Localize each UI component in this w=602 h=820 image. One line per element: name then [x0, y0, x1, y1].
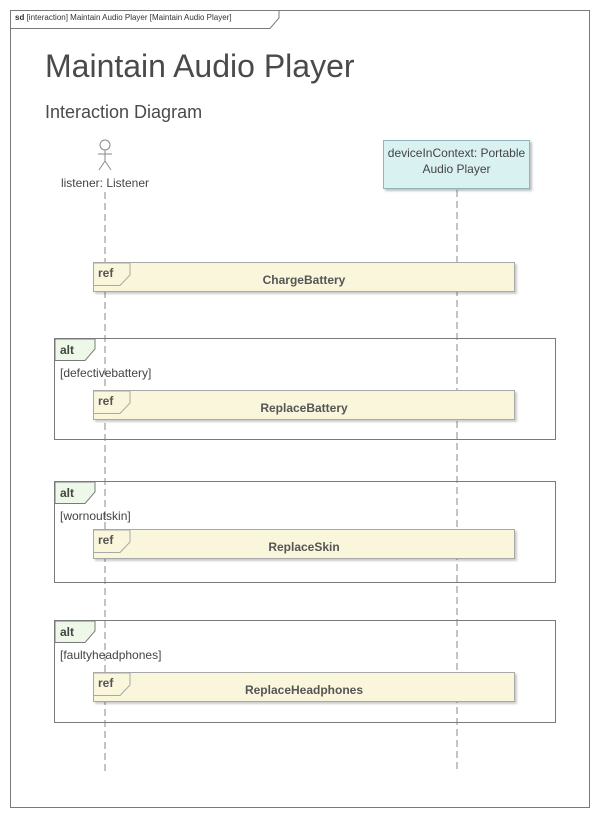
alt-tab: [55, 482, 96, 504]
alt-tab: [55, 621, 96, 643]
alt-keyword: alt: [60, 625, 75, 639]
diagram-subtitle: Interaction Diagram: [45, 102, 203, 122]
guard-condition: [wornoutskin]: [60, 509, 131, 523]
alt-tab: [55, 339, 96, 361]
ref-replace-battery[interactable]: ref ReplaceBattery: [93, 390, 515, 420]
guard-condition: [faultyheadphones]: [60, 648, 162, 662]
ref-tab: [94, 263, 131, 286]
guard-condition: [defectivebattery]: [60, 366, 152, 380]
ref-name: ReplaceSkin: [268, 540, 340, 554]
ref-replace-headphones[interactable]: ref ReplaceHeadphones: [93, 672, 515, 702]
alt-fragment-skin[interactable]: alt [wornoutskin]: [54, 481, 556, 583]
device-lifeline-head[interactable]: deviceInContext: Portable Audio Player: [383, 140, 530, 189]
frame-heading-text: sd [interaction] Maintain Audio Player […: [15, 13, 232, 22]
ref-tab: [94, 673, 131, 696]
device-label-line1: deviceInContext: Portable: [387, 146, 526, 160]
diagram-frame: [10, 10, 590, 808]
frame-heading-label: [interaction] Maintain Audio Player [Mai…: [26, 13, 232, 22]
frame-heading-tab: [10, 10, 280, 29]
ref-name: ChargeBattery: [262, 273, 346, 287]
device-label-line2: Audio Player: [422, 162, 491, 176]
ref-name: ReplaceHeadphones: [244, 683, 364, 697]
stick-figure-icon[interactable]: [96, 139, 116, 171]
ref-keyword: ref: [98, 533, 114, 547]
actor-label[interactable]: listener: Listener: [60, 176, 150, 190]
ref-keyword: ref: [98, 676, 114, 690]
alt-fragment-battery[interactable]: alt [defectivebattery]: [54, 338, 556, 440]
ref-keyword: ref: [98, 266, 114, 280]
ref-tab: [94, 530, 131, 553]
alt-keyword: alt: [60, 343, 75, 357]
ref-tab: [94, 391, 131, 414]
diagram-title: Maintain Audio Player: [45, 48, 355, 84]
ref-name: ReplaceBattery: [260, 401, 348, 415]
alt-fragment-headphones[interactable]: alt [faultyheadphones]: [54, 620, 556, 723]
ref-replace-skin[interactable]: ref ReplaceSkin: [93, 529, 515, 559]
frame-kind: sd: [15, 13, 25, 22]
alt-keyword: alt: [60, 486, 75, 500]
ref-keyword: ref: [98, 394, 114, 408]
ref-charge-battery[interactable]: ref ChargeBattery: [93, 262, 515, 292]
